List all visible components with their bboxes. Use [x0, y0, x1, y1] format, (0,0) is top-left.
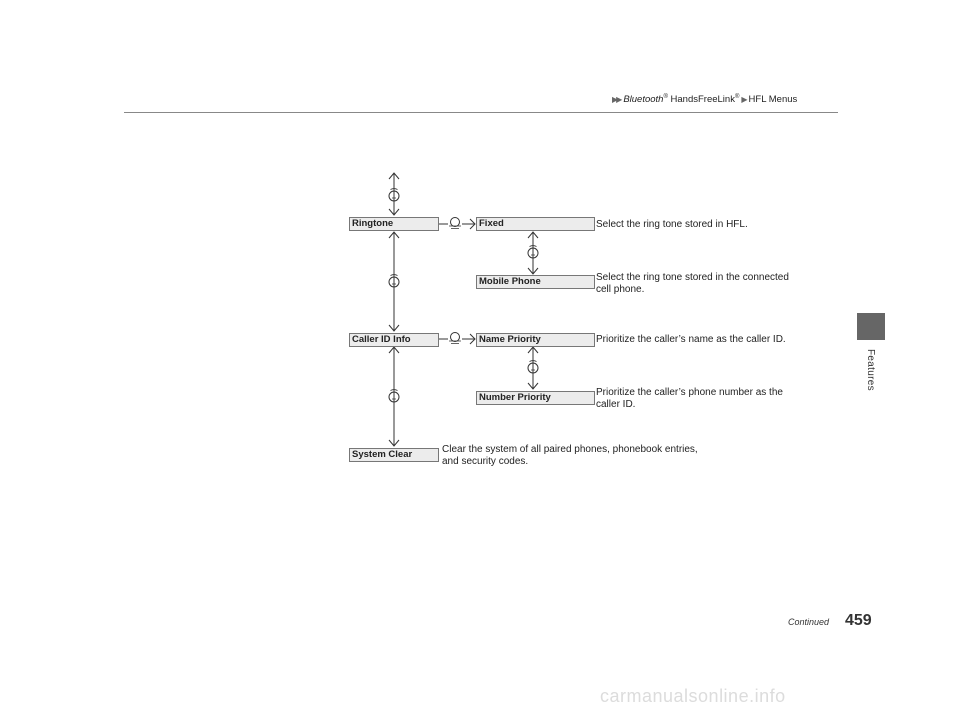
description-line: Prioritize the caller’s phone number as … [596, 387, 783, 398]
description-line: caller ID. [596, 399, 636, 410]
description-line: and security codes. [442, 456, 529, 467]
arrow-up-icon [388, 231, 400, 239]
continued-label: Continued [788, 617, 830, 627]
menu-item-system-clear: System Clear [349, 448, 439, 462]
breadcrumb-hfl-menus: HFL Menus [748, 94, 798, 106]
arrow-right-icon [469, 333, 476, 345]
description-line: Select the ring tone stored in HFL. [596, 219, 748, 230]
arrow-down-icon [388, 324, 400, 332]
press-knob-icon [448, 332, 462, 344]
arrow-down-icon [388, 439, 400, 447]
description-line: Prioritize the caller’s name as the call… [596, 334, 786, 345]
description-line: Clear the system of all paired phones, p… [442, 444, 698, 455]
arrow-up-icon [388, 172, 400, 180]
arrow-down-icon [388, 208, 400, 216]
breadcrumb-handsfreelink: HandsFreeLink [667, 94, 735, 106]
breadcrumb-arrow-icon: ▶▶ [612, 95, 622, 105]
arrow-down-icon [527, 382, 539, 390]
menu-item-number-priority: Number Priority [476, 391, 595, 405]
description-fixed: Select the ring tone stored in HFL. [596, 219, 748, 231]
menu-item-caller-id-info: Caller ID Info [349, 333, 439, 347]
section-tab [857, 313, 885, 340]
menu-item-mobile-phone: Mobile Phone [476, 275, 595, 289]
page-number: 459 [845, 612, 872, 629]
description-line: cell phone. [596, 284, 645, 295]
breadcrumb-arrow-icon: ▶ [741, 95, 747, 105]
description-system-clear: Clear the system of all paired phones, p… [442, 444, 698, 468]
watermark: carmanualsonline.info [600, 686, 786, 706]
registered-mark: ® [663, 94, 668, 100]
arrow-up-icon [527, 231, 539, 239]
description-name-priority: Prioritize the caller’s name as the call… [596, 334, 786, 346]
breadcrumb: ▶▶Bluetooth® HandsFreeLink®▶HFL Menus [612, 94, 797, 105]
description-line: Select the ring tone stored in the conne… [596, 272, 789, 283]
breadcrumb-bluetooth: Bluetooth [623, 94, 664, 106]
arrow-down-icon [527, 267, 539, 275]
header-rule [124, 112, 838, 113]
arrow-up-icon [388, 346, 400, 354]
arrow-up-icon [527, 346, 539, 354]
registered-mark: ® [734, 94, 740, 100]
press-knob-icon [448, 217, 462, 229]
description-mobile-phone: Select the ring tone stored in the conne… [596, 272, 789, 296]
menu-item-fixed: Fixed [476, 217, 595, 231]
description-number-priority: Prioritize the caller’s phone number as … [596, 387, 783, 411]
menu-item-name-priority: Name Priority [476, 333, 595, 347]
arrow-right-icon [469, 218, 476, 230]
menu-item-ringtone: Ringtone [349, 217, 439, 231]
